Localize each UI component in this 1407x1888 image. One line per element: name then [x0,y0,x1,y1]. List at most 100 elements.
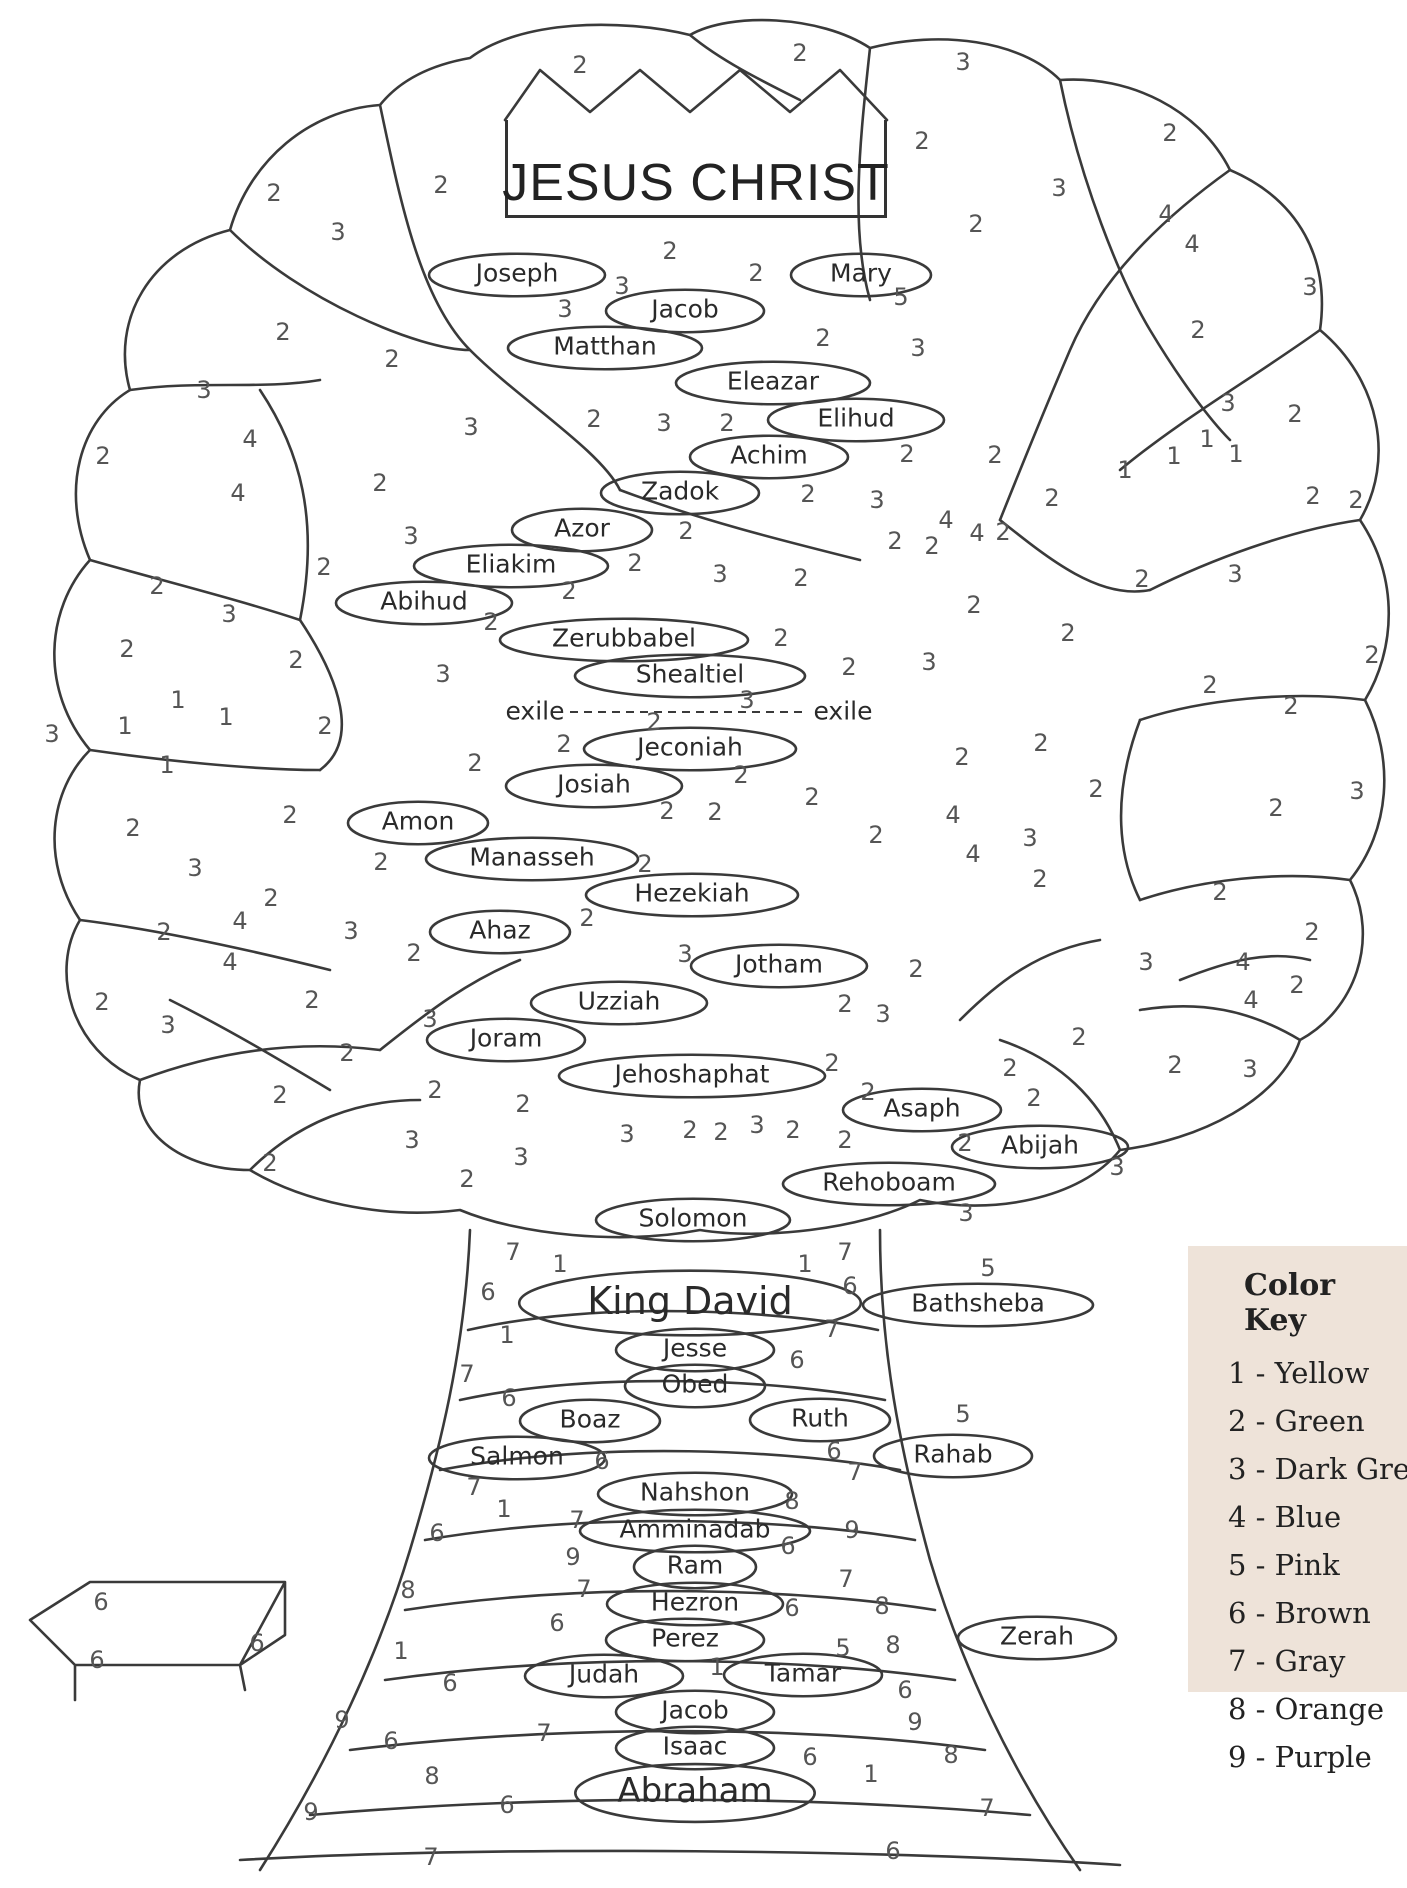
region-number: 2 [579,904,595,932]
region-number: 2 [1289,971,1305,999]
region-number: 7 [847,1458,863,1486]
region-number: 4 [222,948,238,976]
region-number: 2 [899,440,915,468]
region-number: 2 [1060,619,1076,647]
region-number: 2 [572,51,588,79]
region-number: 2 [373,848,389,876]
region-number: 3 [875,1000,891,1028]
region-number: 2 [1305,482,1321,510]
region-number: 2 [483,608,499,636]
name-label-manasseh: Manasseh [469,842,595,872]
leaf-oval-manasseh [424,836,640,882]
leaf-oval-ruth [748,1397,892,1443]
region-number: 3 [955,48,971,76]
ground [238,1849,1122,1867]
region-number: 6 [501,1384,517,1412]
leaf-oval-jotham [689,943,869,989]
region-number: 2 [586,405,602,433]
trunk-band [348,1729,987,1752]
region-number: 8 [400,1576,416,1604]
title-crown-box [505,120,887,218]
region-number: 1 [117,712,133,740]
name-label-nahshon: Nahshon [640,1477,750,1507]
manger [28,1580,287,1702]
region-number: 2 [384,345,400,373]
region-number: 2 [459,1165,475,1193]
leaf-oval-jacob-upper [604,288,766,334]
trunk-band [466,1309,880,1332]
region-number: 3 [1227,560,1243,588]
region-number: 2 [433,171,449,199]
region-number: 2 [1002,1054,1018,1082]
region-number: 5 [980,1254,996,1282]
region-number: 2 [1287,400,1303,428]
region-number: 1 [496,1495,512,1523]
region-number: 1 [1166,442,1182,470]
region-number: 2 [924,532,940,560]
region-number: 2 [266,179,282,207]
leaf-line [1148,518,1362,592]
region-number: 4 [1184,230,1200,258]
region-number: 2 [1167,1051,1183,1079]
region-number: 2 [288,646,304,674]
region-number: 3 [712,560,728,588]
region-number: 6 [93,1588,109,1616]
region-number: 2 [1162,119,1178,147]
region-number: 2 [262,1149,278,1177]
trunk-band [458,1379,887,1402]
leaf-oval-elihud [766,397,946,443]
region-number: 6 [594,1447,610,1475]
region-number: 2 [659,797,675,825]
region-number: 3 [513,1143,529,1171]
region-number: 3 [869,486,885,514]
name-label-boaz: Boaz [559,1404,621,1434]
leaf-line [688,33,802,102]
region-number: 2 [1033,729,1049,757]
name-label-eleazar: Eleazar [726,366,820,396]
region-number: 3 [910,334,926,362]
leaf-oval-solomon [594,1197,792,1243]
leaf-line [998,518,1152,593]
region-number: 2 [95,442,111,470]
name-label-abihud: Abihud [380,586,468,616]
region-number: 3 [739,686,755,714]
region-number: 7 [824,1315,840,1343]
region-number: 2 [841,653,857,681]
region-number: 1 [218,703,234,731]
region-number: 8 [874,1592,890,1620]
region-number: 3 [1051,174,1067,202]
region-number: 4 [945,801,961,829]
exile-left-label: exile [505,696,565,726]
region-number: 2 [793,564,809,592]
region-number: 2 [1071,1023,1087,1051]
region-number: 3 [1349,777,1365,805]
region-number: 3 [44,720,60,748]
region-number: 2 [149,572,165,600]
region-number: 2 [119,635,135,663]
color-key-item-8: 8 - Orange [1228,1692,1385,1726]
leaf-line [857,46,872,302]
region-number: 6 [499,1791,515,1819]
name-label-shealtiel: Shealtiel [635,659,745,689]
region-number: 3 [958,1199,974,1227]
region-number: 1 [499,1321,515,1349]
name-label-rahab: Rahab [913,1439,993,1469]
region-number: 2 [987,441,1003,469]
trunk-band [438,1449,902,1472]
name-label-jacob-upper: Jacob [651,294,719,324]
region-number: 3 [435,660,451,688]
region-number: 2 [707,798,723,826]
region-number: 2 [678,517,694,545]
region-number: 3 [403,522,419,550]
leaf-oval-king-david [517,1269,863,1337]
region-number: 3 [1138,948,1154,976]
color-key-title: Color Key [1244,1268,1336,1338]
region-number: 1 [1228,440,1244,468]
region-number: 6 [383,1727,399,1755]
name-label-hezekiah: Hezekiah [634,878,750,908]
region-number: 5 [835,1634,851,1662]
region-number: 2 [646,708,662,736]
leaf-oval-zadok [599,470,761,516]
name-label-judah: Judah [568,1659,640,1689]
trunk-band [403,1589,937,1612]
